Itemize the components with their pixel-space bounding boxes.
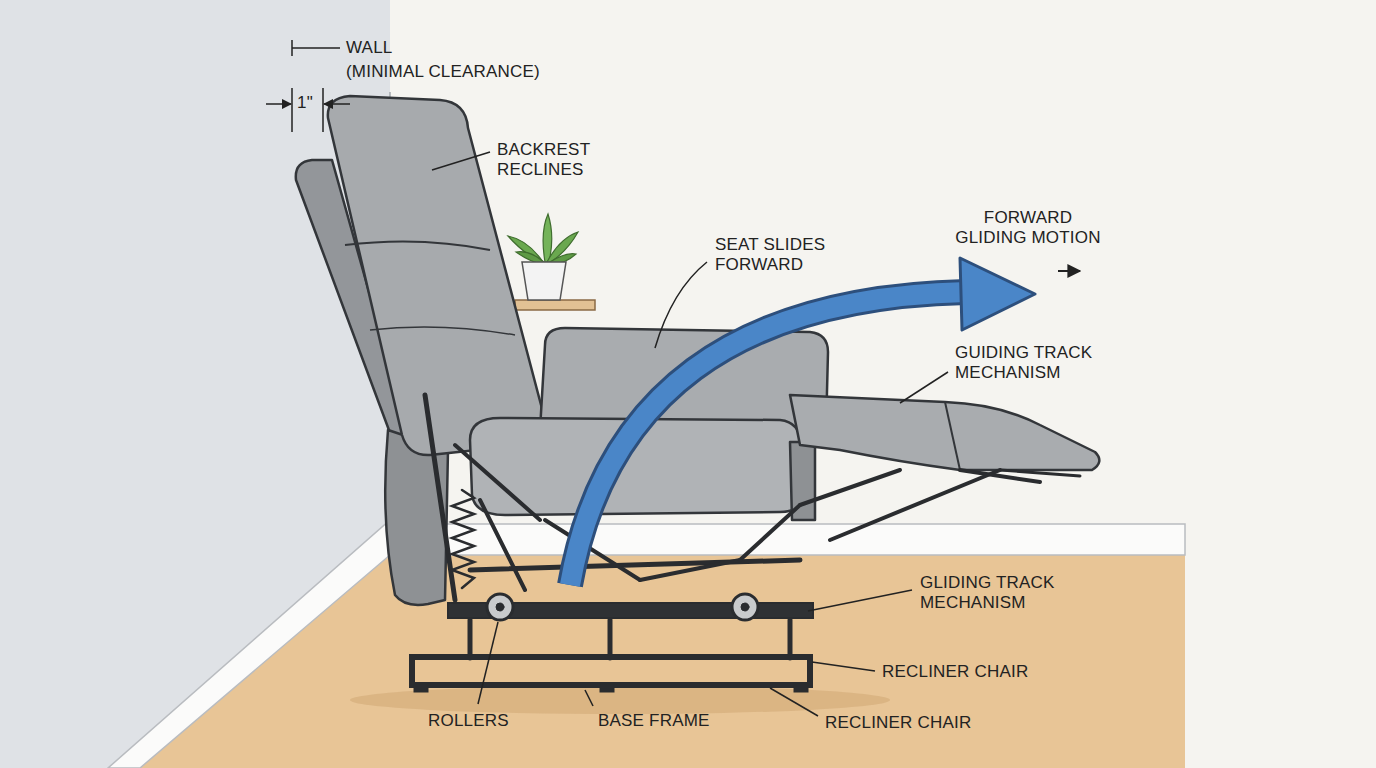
baseboard: [390, 524, 1185, 555]
baseboard: [108, 520, 390, 768]
direction-arrow: [1058, 271, 1080, 272]
motion-label: FORWARD GLIDING MOTION: [952, 208, 1104, 248]
roller: [487, 594, 513, 620]
shadow: [350, 686, 890, 714]
part-label: ROLLERS: [428, 711, 509, 731]
recliner-chair: [296, 96, 1100, 605]
part-label: RECLINER CHAIR: [825, 713, 971, 733]
roller: [732, 594, 758, 620]
plant: [508, 214, 595, 310]
part-label: SEAT SLIDES FORWARD: [715, 235, 865, 275]
part-label: BASE FRAME: [598, 711, 710, 731]
motion-arrow: [570, 258, 1035, 585]
base-frame: [412, 657, 810, 685]
part-label: BACKREST RECLINES: [497, 140, 637, 180]
dimension-label: 1": [297, 93, 313, 113]
wood-floor: [140, 555, 1185, 768]
part-label: RECLINER CHAIR: [882, 662, 1028, 682]
clearance-note: (MINIMAL CLEARANCE): [346, 62, 540, 82]
part-label: GUIDING TRACK MECHANISM: [955, 343, 1100, 383]
wall-label: WALL: [346, 38, 392, 58]
leader-lines: [266, 40, 948, 716]
spring: [452, 490, 474, 588]
mechanism: [412, 395, 1080, 692]
part-label: GLIDING TRACK MECHANISM: [920, 573, 1065, 613]
